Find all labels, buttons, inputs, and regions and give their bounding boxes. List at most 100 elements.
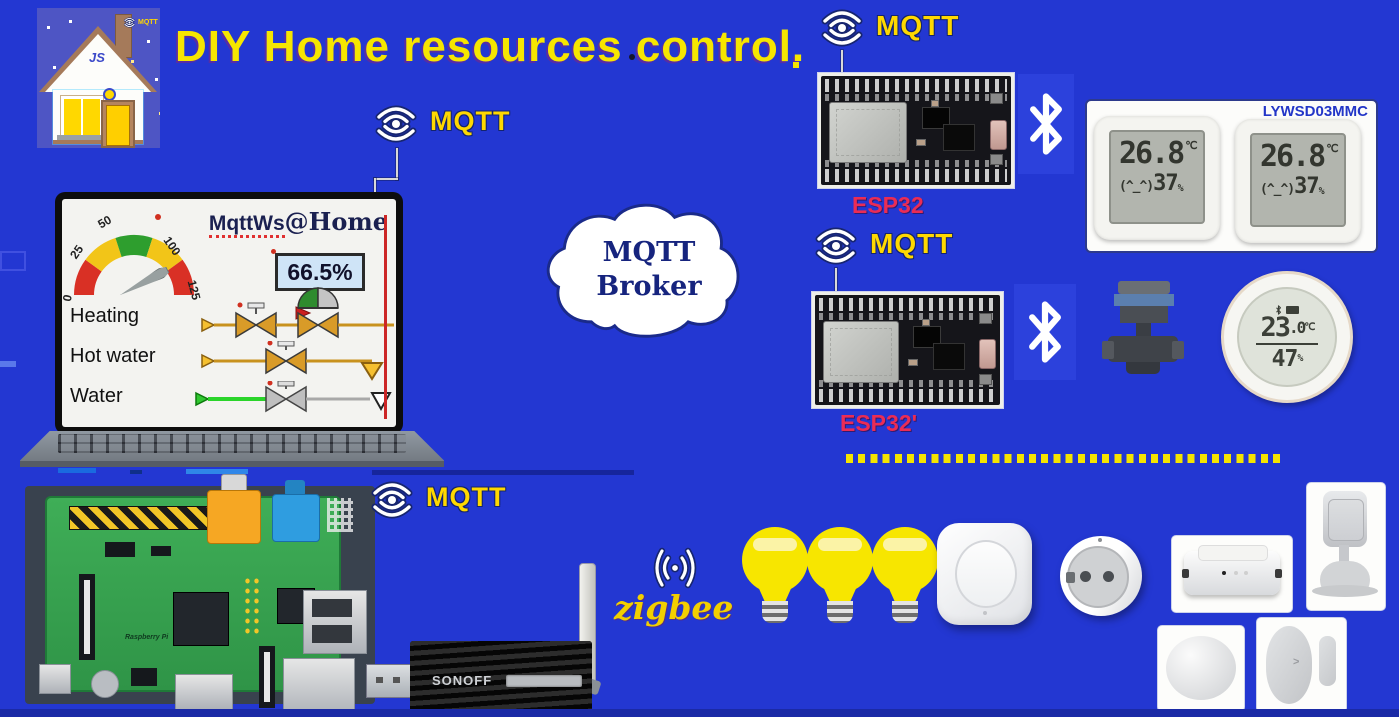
chip [921, 106, 950, 129]
broker-label: MQTT Broker [535, 236, 763, 304]
page-title: DIY Home resources control. [175, 22, 806, 71]
zigbee-label: zigbee [614, 588, 734, 627]
round-temp-sensor: 23.0℃ 47% [1221, 271, 1353, 403]
hdmi-port [175, 674, 233, 710]
house-mqtt-badge: MQTT [123, 16, 158, 29]
smd-part [931, 99, 940, 107]
rpi-brand-label: Raspberry Pi [125, 634, 169, 641]
lcd-temperature: 26.8 [1260, 139, 1326, 174]
temp-unit: ℃ [1304, 321, 1315, 333]
lcd-temp-unit: ℃ [1326, 142, 1339, 155]
connector-stripe [84, 580, 90, 654]
smart-wireless-button [937, 523, 1032, 625]
house-window [60, 95, 104, 139]
mqtt-badge-esp32-bottom: MQTT [812, 222, 953, 270]
motorized-valve [1102, 281, 1184, 381]
bulb-highlight [818, 538, 862, 551]
humidity-unit: % [1297, 352, 1303, 364]
mqtt-label: MQTT [870, 228, 954, 259]
bulb-screw-base [762, 601, 788, 623]
reset-button [979, 374, 992, 386]
valve-position-pie [297, 287, 339, 309]
zigbee-signal-icon [648, 545, 702, 591]
wifi-shield [823, 321, 899, 383]
smart-switch-card [1172, 536, 1292, 612]
audio-jack [272, 494, 320, 542]
valve-pipe-left [1102, 341, 1114, 359]
esp32-board-bottom [812, 292, 1003, 408]
dot-artifact [793, 62, 799, 68]
gauge-arc [74, 235, 194, 296]
mqtt-badge-esp32-top: MQTT [818, 4, 959, 52]
ground-slot [1066, 572, 1075, 583]
sd-card-slot [39, 664, 71, 694]
lcd-humidity: 37 [1294, 174, 1319, 199]
pin-header [825, 169, 1007, 182]
usb-ports [303, 590, 367, 654]
mqtt-label: MQTT [876, 10, 960, 41]
usb-slot [312, 625, 352, 643]
micro-usb-port [990, 119, 1007, 150]
broker-line1: MQTT [602, 237, 696, 268]
app-title: MqttWs@Home [208, 207, 388, 238]
wire-mqtt-esp32-top [841, 50, 843, 75]
reset-button [990, 154, 1003, 166]
bluetooth-link-top [1018, 74, 1074, 174]
wire-mqtt-laptop [374, 178, 398, 180]
connector-stripe [264, 652, 270, 702]
pin-grid [243, 576, 261, 638]
wifi-shield [829, 102, 907, 164]
house-roof [45, 34, 151, 92]
esp32-board-top [818, 73, 1014, 188]
dashboard-screen: MqttWs@Home 0 25 50 100 125 66.5% [62, 199, 396, 427]
bulb-glass [872, 527, 938, 593]
usb-slot [312, 599, 352, 617]
dongle-brand-label: SONOFF [432, 673, 493, 688]
pin-header [819, 313, 996, 320]
reflection-artifact [186, 469, 248, 474]
sensor-lcd: 26.8 ℃ (^_^) 37 % [1109, 130, 1205, 224]
valve-flange [1126, 362, 1160, 374]
display-divider [1256, 342, 1318, 345]
smart-relay-switch [1182, 545, 1282, 595]
rca-video-jack [207, 490, 261, 544]
button-led [983, 611, 987, 615]
shield-engraving [830, 328, 892, 376]
dotted-divider [846, 454, 1280, 463]
motion-sensor-flange [1312, 585, 1378, 597]
socket-hole [1103, 571, 1114, 582]
bulb-highlight [753, 538, 797, 551]
mqtt-antenna-icon [372, 100, 420, 148]
smart-bulb [807, 527, 873, 627]
socket-hole [1080, 571, 1091, 582]
valve-pipe-right [1172, 341, 1184, 359]
round-temperature: 23.0℃ [1260, 314, 1315, 341]
audio-jack-top [285, 480, 305, 496]
smart-bulb [742, 527, 808, 627]
mqtt-antenna-icon [818, 4, 866, 52]
round-humidity: 47% [1272, 347, 1304, 370]
pin-header [819, 380, 996, 387]
valve-body [1108, 336, 1178, 362]
title-dot-artifact [629, 54, 635, 60]
boot-button [990, 93, 1003, 105]
gauge-value-readout: 66.5% [275, 253, 365, 291]
motion-sensor-stem [1339, 545, 1349, 565]
bluetooth-icon [1276, 304, 1282, 315]
capacitor [91, 670, 119, 698]
pin-header [825, 94, 1007, 101]
usb-plug [366, 664, 414, 698]
temp-humidity-sensor: 26.8 ℃ (^_^) 37 % [1235, 119, 1361, 243]
pir-lens [1328, 499, 1364, 541]
shield-engraving [836, 109, 900, 157]
lcd-humidity: 37 [1153, 171, 1178, 196]
laptop-base-lip [20, 461, 444, 467]
laptop-display: MqttWs@Home 0 25 50 100 125 66.5% [55, 192, 403, 434]
chip [942, 123, 975, 151]
water-pipe-diagram [195, 381, 392, 413]
smart-bulb [872, 527, 938, 627]
window-sill [57, 135, 101, 140]
sensor-lcd: 26.8 ℃ (^_^) 37 % [1250, 133, 1346, 227]
wire-terminal [1182, 569, 1189, 578]
